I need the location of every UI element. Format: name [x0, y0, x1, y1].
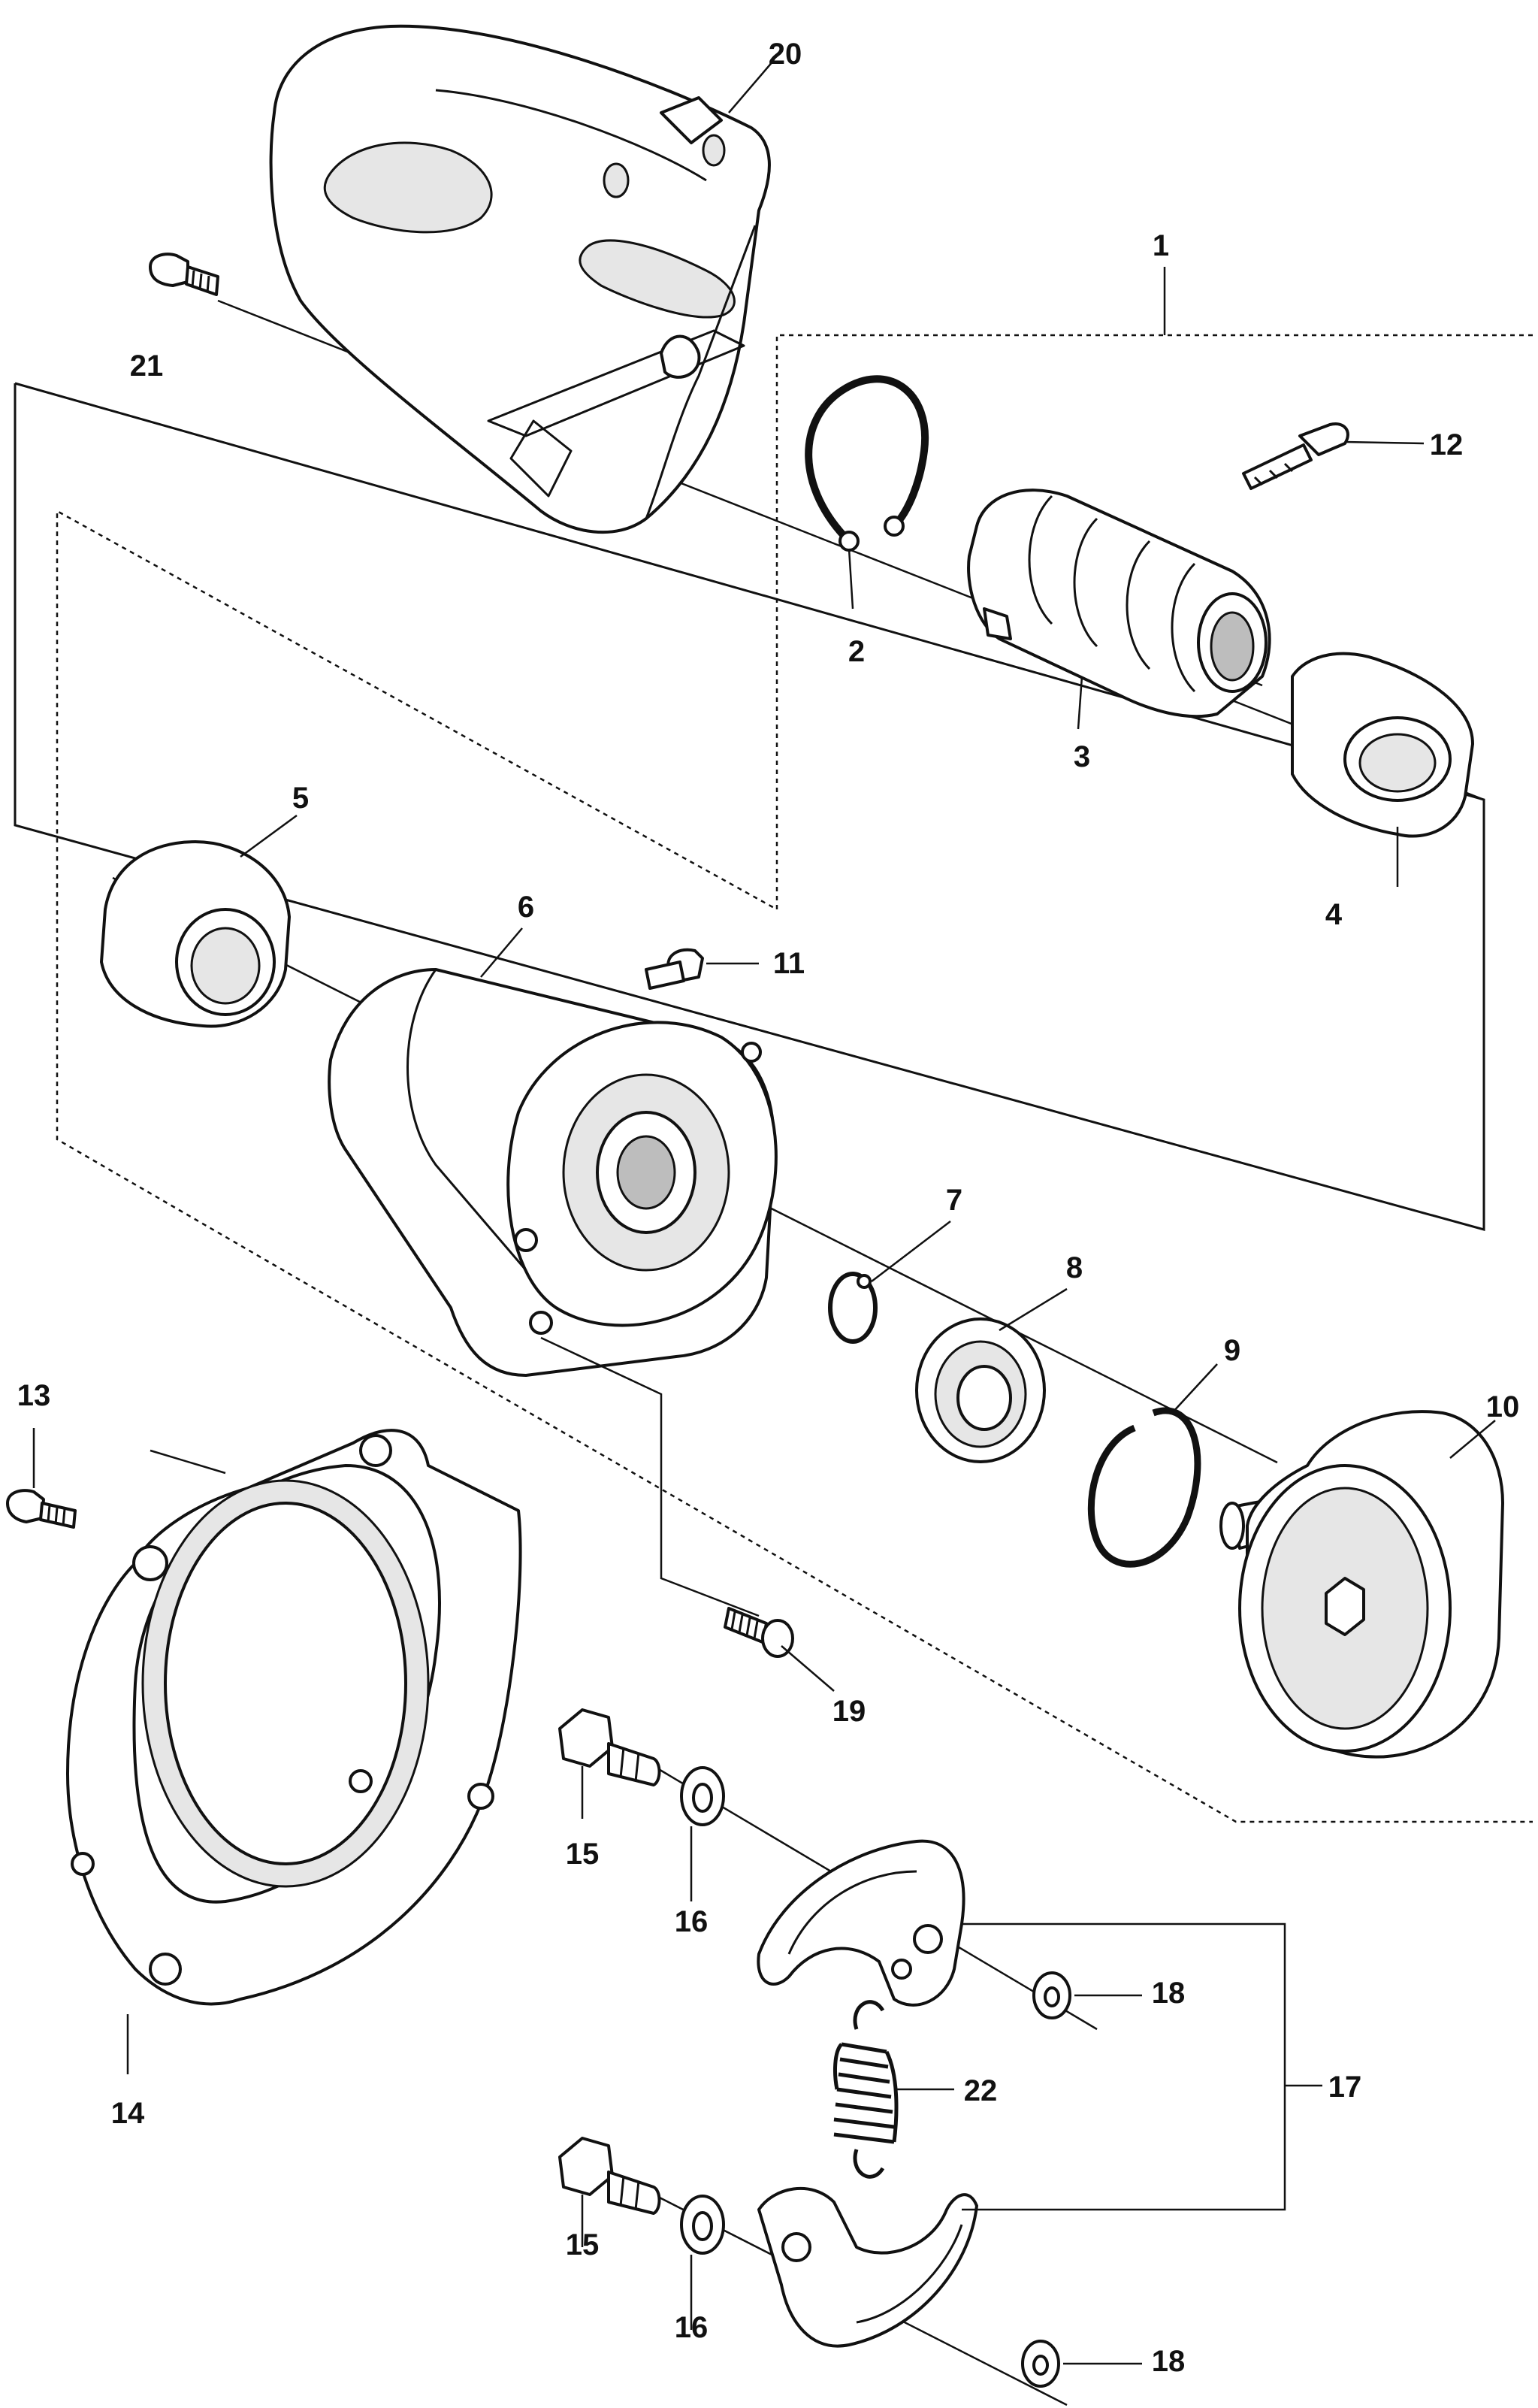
- callout-18-upper: 18: [1152, 1977, 1186, 2010]
- part-15-stud-upper: [558, 1708, 661, 1786]
- callout-20: 20: [769, 38, 802, 71]
- part-8-bearing: [915, 1317, 1046, 1463]
- callout-17: 17: [1328, 2071, 1362, 2104]
- callout-21: 21: [130, 349, 164, 383]
- part-7-circlip: [828, 1272, 878, 1344]
- part-21-screw: [149, 253, 219, 296]
- leader-lines: [32, 59, 1496, 2365]
- part-17-clutch-shoe-lower: [757, 2186, 978, 2348]
- callout-6: 6: [518, 891, 534, 924]
- part-5-nut: [100, 840, 291, 1028]
- part-6-gear-housing: [328, 968, 778, 1377]
- part-17-clutch-shoe-upper: [757, 1839, 965, 2007]
- part-19-screw: [724, 1607, 794, 1658]
- callout-18-lower: 18: [1152, 2345, 1186, 2378]
- callout-2: 2: [848, 635, 865, 668]
- part-12-screw: [1242, 422, 1349, 490]
- part-10-clutch-drum: [1219, 1410, 1504, 1759]
- callout-19: 19: [832, 1695, 866, 1728]
- callout-16-upper: 16: [675, 1905, 709, 1938]
- callout-15-upper: 15: [566, 1838, 600, 1871]
- callout-13: 13: [17, 1379, 51, 1412]
- assembly-solid-frame: [14, 382, 1485, 1231]
- part-18-washer-upper: [1032, 1971, 1071, 2019]
- callout-1: 1: [1153, 229, 1169, 262]
- callout-4: 4: [1325, 898, 1343, 931]
- callout-7: 7: [946, 1184, 962, 1217]
- part-4-nut: [1291, 652, 1474, 838]
- part-20-cone-housing: [269, 24, 771, 534]
- callout-labels: 20 1 21 12 2 3 5 4 6 11 7 8 9 10 13 19 1…: [17, 38, 1520, 2378]
- kit-1-dashed-frame: [56, 334, 1533, 1823]
- part-16-washer-upper: [680, 1766, 725, 1826]
- part-2-circlip: [805, 375, 929, 552]
- callout-3: 3: [1074, 740, 1090, 773]
- part-16-washer-lower: [680, 2195, 725, 2255]
- callout-5: 5: [292, 782, 309, 815]
- callout-14: 14: [111, 2097, 145, 2130]
- part-14-clutch-cover: [66, 1429, 522, 2006]
- assembly-axis-lines: [112, 299, 1485, 2406]
- part-9-circlip: [1087, 1407, 1201, 1568]
- part-3-bearing-sleeve: [967, 489, 1271, 718]
- callout-9: 9: [1224, 1334, 1240, 1367]
- callout-11: 11: [773, 947, 805, 980]
- part-11-screw: [645, 948, 704, 990]
- callout-22: 22: [964, 2074, 998, 2107]
- callout-8: 8: [1066, 1251, 1083, 1284]
- part-22-spring: [833, 2000, 899, 2179]
- callout-10: 10: [1486, 1390, 1520, 1423]
- assembly-frames: [14, 334, 1533, 1823]
- part-13-screw: [6, 1489, 77, 1529]
- part-18-washer-lower: [1021, 2340, 1060, 2388]
- callout-16-lower: 16: [675, 2311, 709, 2344]
- callout-15-lower: 15: [566, 2228, 600, 2261]
- callout-12: 12: [1430, 428, 1464, 461]
- part-15-stud-lower: [558, 2137, 661, 2215]
